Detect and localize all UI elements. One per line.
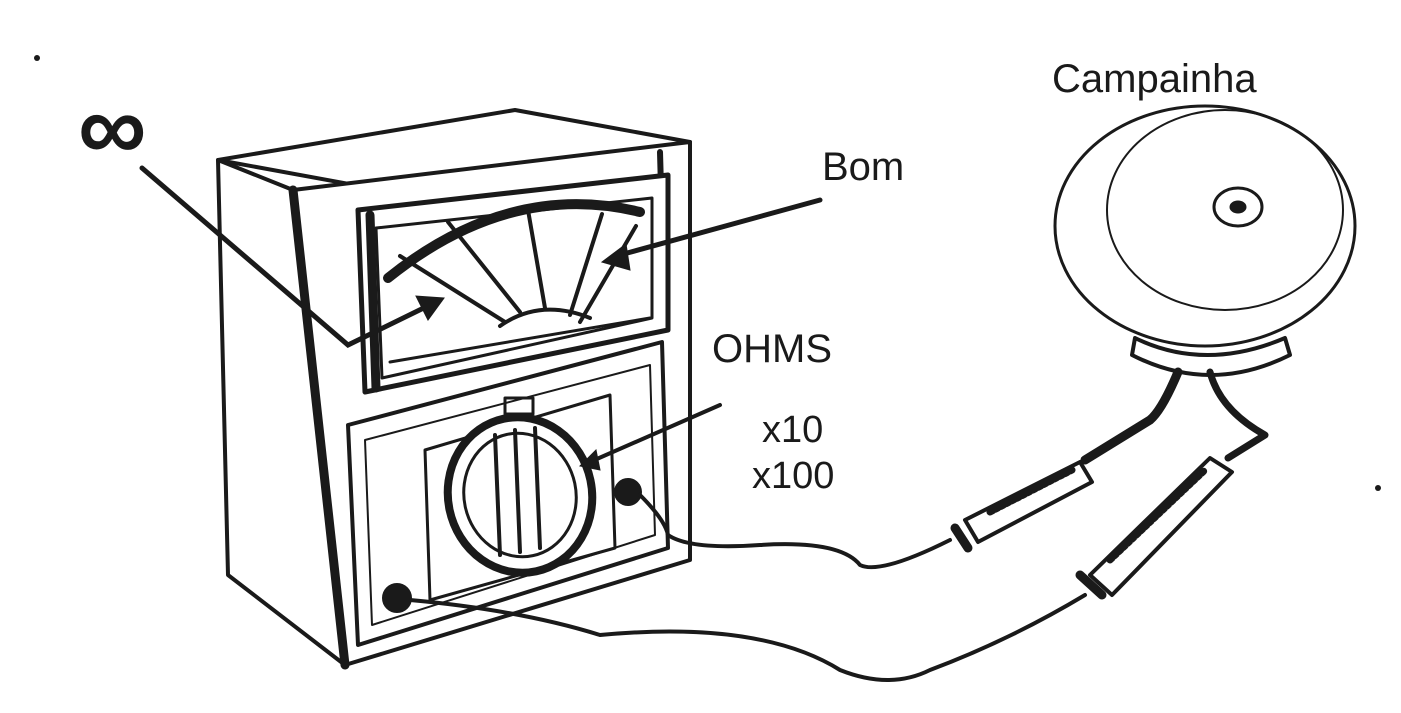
- ohms-leader: [588, 403, 722, 464]
- probe-2: [1075, 456, 1234, 600]
- probe-1: [950, 460, 1094, 553]
- multimeter: [216, 108, 692, 670]
- ohms-label: OHMS: [712, 327, 832, 371]
- x100-label: x100: [752, 455, 834, 497]
- x10-label: x10: [762, 409, 823, 451]
- knob-recess: [423, 393, 617, 602]
- meter-scale-arc: [383, 199, 645, 283]
- stray-dot: [34, 55, 40, 61]
- lead-lower: [408, 593, 1087, 682]
- stray-dot: [1375, 485, 1381, 491]
- meter-pivot: [498, 307, 592, 328]
- lead-upper: [638, 493, 952, 570]
- bell-wire-right: [1206, 368, 1269, 462]
- infinity-leader: [139, 165, 443, 348]
- test-leads: [408, 367, 1269, 682]
- bom-leader: [617, 197, 823, 258]
- annotation-leaders: [139, 165, 823, 471]
- campainha-label: Campainha: [1052, 57, 1257, 101]
- range-selector-knob: [443, 413, 597, 577]
- bell: [1053, 104, 1357, 377]
- jack-upper: [614, 478, 642, 506]
- bell-mount: [1130, 336, 1292, 377]
- bom-label: Bom: [822, 145, 904, 189]
- jack-lower: [382, 583, 412, 613]
- bell-wire-left: [1080, 367, 1183, 465]
- bom-arrowhead: [600, 243, 631, 271]
- bell-dome: [1053, 104, 1357, 348]
- infinity-arrowhead: [415, 295, 445, 321]
- infinity-label: ∞: [78, 74, 146, 181]
- ohms-arrowhead: [578, 448, 601, 471]
